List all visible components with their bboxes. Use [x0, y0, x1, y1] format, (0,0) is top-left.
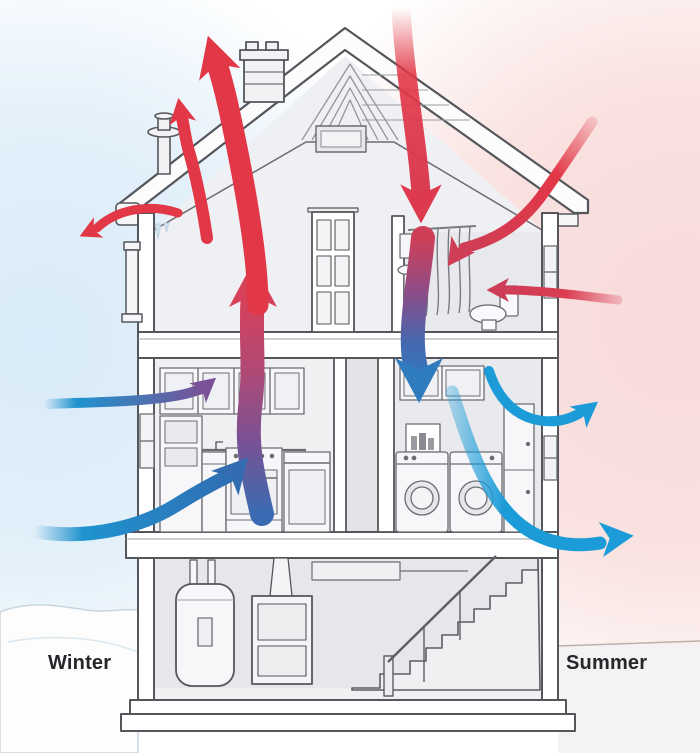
- hot-air-entering-at-eave-arrow: [435, 116, 598, 275]
- warm-air-leak-at-eave-arrow: [74, 203, 183, 247]
- upper-floor-band: [137, 331, 559, 359]
- laundry-left-wall: [377, 357, 395, 533]
- dishwasher-icon: [283, 451, 331, 533]
- summer-ground: [558, 644, 700, 753]
- basement-stairs-icon: [351, 555, 541, 697]
- foundation-footer: [120, 713, 576, 732]
- bathroom-window: [543, 245, 558, 299]
- winter-label: Winter: [48, 652, 112, 674]
- cold-air-infiltration-lower-arrow: [31, 445, 262, 542]
- left-bay-window: [121, 241, 143, 323]
- basement-floor: [154, 688, 542, 700]
- hot-air-entering-through-wall-arrow: [486, 278, 623, 305]
- cool-air-exit-lower-wall-arrow: [445, 385, 636, 558]
- airflow-arrows: [31, 0, 636, 558]
- ceiling-duct: [311, 561, 468, 581]
- basement: [175, 555, 541, 697]
- hot-air-entering-through-roof-arrow: [391, 0, 442, 224]
- newel-post: [383, 655, 394, 697]
- air-sinking-main-arrow: [395, 226, 443, 403]
- summer-ground-line: [557, 640, 700, 647]
- wall-oven-cabinet: [159, 415, 203, 533]
- water-heater-icon: [175, 559, 235, 687]
- cold-air-infiltration-upper-arrow: [43, 367, 225, 409]
- cool-air-exit-upper-wall-arrow: [484, 366, 607, 428]
- attic-hatch: [315, 125, 367, 153]
- furnace-icon: [251, 557, 313, 685]
- detergent-shelf: [405, 423, 441, 453]
- warm-air-exit-roof-secondary-arrow: [164, 95, 213, 244]
- kitchen-window: [139, 413, 155, 469]
- ground: [0, 604, 700, 753]
- kitchen-hall-wall: [333, 357, 347, 533]
- upper-hall-door: [307, 207, 359, 333]
- warm-air-exit-roof-main-arrow: [187, 29, 269, 316]
- snow-bank: [0, 604, 139, 753]
- right-cornice: [557, 213, 579, 227]
- house-cutaway: [115, 26, 590, 732]
- mid-floor-band: [125, 531, 559, 559]
- foundation-slab: [129, 699, 567, 715]
- laundry-window: [543, 435, 558, 481]
- hall-wall: [346, 358, 378, 532]
- washer-icon: [395, 451, 449, 533]
- summer-label: Summer: [566, 652, 648, 674]
- chimney: [239, 41, 289, 103]
- roof-vent-pipe-icon: [147, 112, 181, 175]
- faucet-icon: [215, 441, 223, 450]
- snow-contour: [7, 636, 139, 653]
- stair-railing: [387, 555, 497, 663]
